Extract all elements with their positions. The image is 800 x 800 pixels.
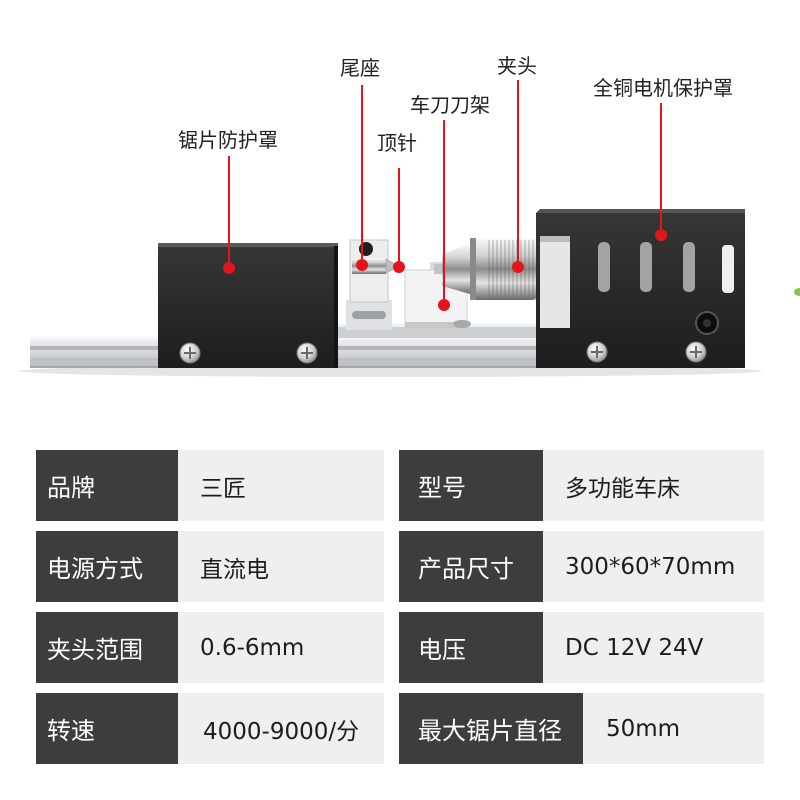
spec-table: 品牌 三匠 型号 多功能车床 电源方式 直流电 产品尺寸 300*60*70mm… (36, 450, 764, 774)
spec-label-brand: 品牌 (36, 450, 178, 521)
vent-slot (598, 242, 610, 292)
vent-slot (683, 242, 695, 292)
callout-marker-saw-guard (223, 156, 235, 274)
callout-marker-chuck (512, 80, 524, 273)
spec-value-dimensions: 300*60*70mm (543, 531, 764, 602)
callout-label-chuck: 夹头 (497, 54, 537, 78)
screw-icon (586, 341, 608, 363)
spec-label-chuck-range: 夹头范围 (36, 612, 178, 683)
spec-label-dimensions: 产品尺寸 (399, 531, 543, 602)
spec-value-model: 多功能车床 (543, 450, 764, 521)
callout-label-tool-rest: 车刀刀架 (410, 93, 490, 117)
callout-label-motor-guard: 全铜电机保护罩 (593, 76, 733, 100)
callout-label-center-pin: 顶针 (377, 131, 417, 155)
callout-marker-motor-guard (655, 103, 667, 241)
spec-label-speed: 转速 (36, 693, 178, 764)
dc-power-jack (695, 311, 719, 335)
screw-icon (179, 342, 201, 364)
spec-value-speed: 4000-9000/分 (178, 693, 384, 764)
screw-icon (296, 342, 318, 364)
spec-label-voltage: 电压 (399, 612, 543, 683)
spec-value-chuck-range: 0.6-6mm (178, 612, 384, 683)
spec-value-power-type: 直流电 (178, 531, 384, 602)
callout-label-saw-guard: 锯片防护罩 (178, 128, 278, 152)
tool-rest-bolt (453, 320, 471, 328)
spec-label-max-blade-diameter: 最大锯片直径 (399, 693, 583, 764)
vent-slot (722, 245, 734, 293)
chuck (434, 238, 538, 300)
spec-value-voltage: DC 12V 24V (543, 612, 764, 683)
spec-value-brand: 三匠 (178, 450, 384, 521)
callout-marker-center-pin (393, 168, 405, 273)
spec-label-model: 型号 (399, 450, 543, 521)
spec-row: 转速 4000-9000/分 最大锯片直径 50mm (36, 693, 764, 764)
lathe-illustration (18, 80, 800, 377)
spec-row: 电源方式 直流电 产品尺寸 300*60*70mm (36, 531, 764, 602)
spec-row: 夹头范围 0.6-6mm 电压 DC 12V 24V (36, 612, 764, 683)
callout-marker-tool-rest (438, 120, 450, 311)
spec-label-power-type: 电源方式 (36, 531, 178, 602)
leaf-decoration (794, 288, 800, 296)
vent-slot (640, 242, 652, 292)
screw-icon (685, 341, 707, 363)
spec-value-max-blade-diameter: 50mm (583, 693, 764, 764)
tailstock (346, 239, 392, 330)
center-pin (385, 258, 400, 274)
callout-label-tailstock: 尾座 (340, 56, 380, 80)
spec-row: 品牌 三匠 型号 多功能车床 (36, 450, 764, 521)
callout-marker-tailstock (356, 85, 368, 271)
motor-guard-box (536, 209, 745, 368)
